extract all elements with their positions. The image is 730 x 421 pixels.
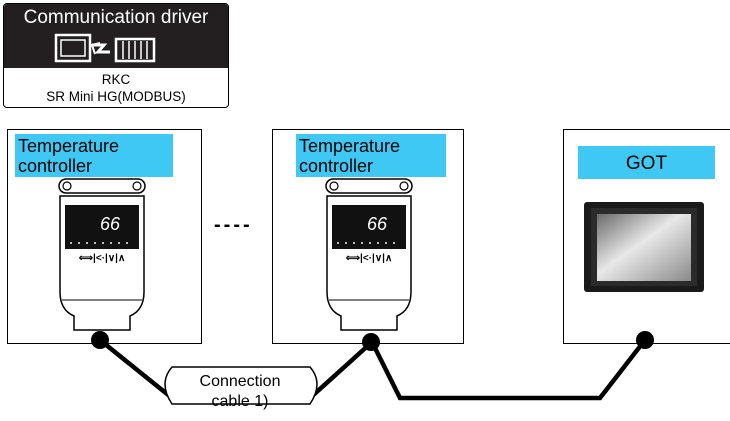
driver-maker: RKC	[101, 72, 131, 87]
device-label-line2: controller	[299, 156, 374, 176]
device-label-line1: Temperature	[299, 136, 401, 156]
controller-keys: ⟺|<·|∨|∧	[79, 253, 126, 264]
cable-label-line1: Connection	[199, 373, 281, 390]
communication-driver-badge: Communication driver RKC SR Mini HG(MODB…	[3, 3, 229, 108]
temperature-controller-device-2: 66 ⟺|<·|∨|∧	[325, 178, 413, 331]
device-label: Temperature controller	[15, 134, 173, 177]
device-label-line1: Temperature	[18, 136, 120, 156]
connector-dot-1	[91, 331, 109, 349]
communication-icon	[54, 33, 156, 63]
driver-title: Communication driver	[23, 7, 209, 28]
device-label: Temperature controller	[296, 134, 446, 177]
connector-dot-3	[636, 331, 654, 349]
got-label: GOT	[578, 146, 715, 179]
temperature-controller-device-1: 66 ⟺|<·|∨|∧	[58, 178, 146, 331]
controller-keys: ⟺|<·|∨|∧	[346, 253, 393, 264]
connection-cable-label: Connection cable 1)	[158, 372, 322, 412]
display-value: 66	[367, 214, 388, 234]
connection-cable	[91, 331, 654, 405]
driver-model: SR Mini HG(MODBUS)	[46, 89, 186, 104]
cable-label-shape	[164, 366, 318, 405]
cable-label-line2: cable 1)	[211, 393, 269, 410]
more-devices-ellipsis: ----	[214, 214, 253, 236]
got-device	[584, 202, 704, 292]
display-value: 66	[100, 214, 121, 234]
connector-dot-2	[362, 333, 380, 351]
device-label-line2: controller	[18, 156, 93, 176]
